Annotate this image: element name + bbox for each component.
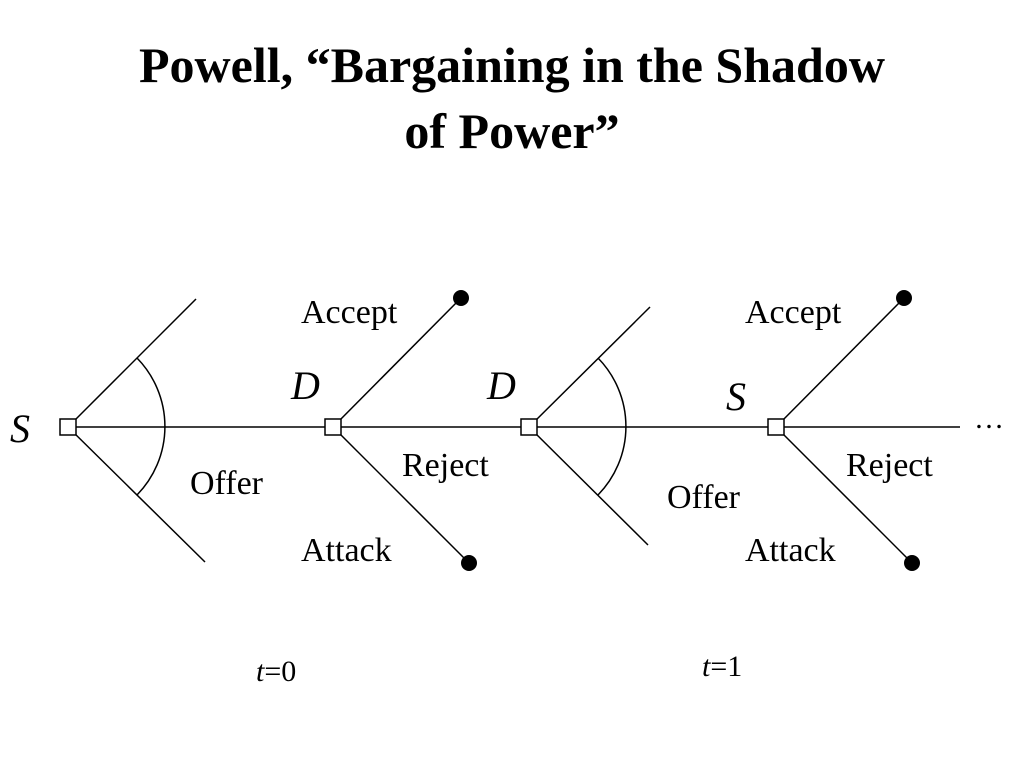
accept-edge-1	[775, 297, 905, 428]
attack-edge-0	[332, 426, 470, 564]
time-eq-1: =1	[710, 650, 743, 683]
attack-label-0: Attack	[301, 532, 392, 569]
terminal-node-attack-0	[461, 555, 477, 571]
terminal-node-accept-0	[453, 290, 469, 306]
player-label-s-initial: S	[10, 406, 30, 451]
time-label-0: t=0	[256, 657, 296, 687]
offer-edge-upper-1	[528, 306, 651, 428]
time-var-0: t	[256, 655, 265, 688]
offer-arc-1	[597, 357, 627, 496]
offer-label-1: Offer	[667, 479, 740, 516]
decision-node-d1	[520, 418, 538, 436]
attack-edge-1	[775, 426, 913, 564]
player-label-d-stage0: D	[291, 363, 320, 408]
time-label-1: t=1	[702, 652, 742, 682]
accept-label-1: Accept	[745, 294, 842, 331]
accept-label-0: Accept	[301, 294, 398, 331]
continuation-ellipsis: …	[974, 402, 1004, 435]
reject-label-0: Reject	[402, 447, 489, 484]
time-eq-0: =0	[264, 655, 297, 688]
offer-arc-0	[136, 357, 166, 496]
player-label-s-stage1: S	[726, 374, 746, 419]
reject-label-1: Reject	[846, 447, 933, 484]
accept-edge-0	[332, 297, 462, 428]
title-line-1: Powell, “Bargaining in the Shadow	[139, 37, 885, 93]
time-var-1: t	[702, 650, 711, 683]
offer-edge-lower-1	[528, 426, 649, 546]
offer-label-0: Offer	[190, 465, 263, 502]
offer-edge-upper-0	[67, 298, 197, 428]
terminal-node-attack-1	[904, 555, 920, 571]
decision-node-d0	[324, 418, 342, 436]
decision-node-s1	[767, 418, 785, 436]
attack-label-1: Attack	[745, 532, 836, 569]
player-label-d-between: D	[487, 363, 516, 408]
terminal-node-accept-1	[896, 290, 912, 306]
title-line-2: of Power”	[404, 103, 620, 159]
slide-title: Powell, “Bargaining in the Shadow of Pow…	[0, 32, 1024, 164]
decision-node-s0	[59, 418, 77, 436]
